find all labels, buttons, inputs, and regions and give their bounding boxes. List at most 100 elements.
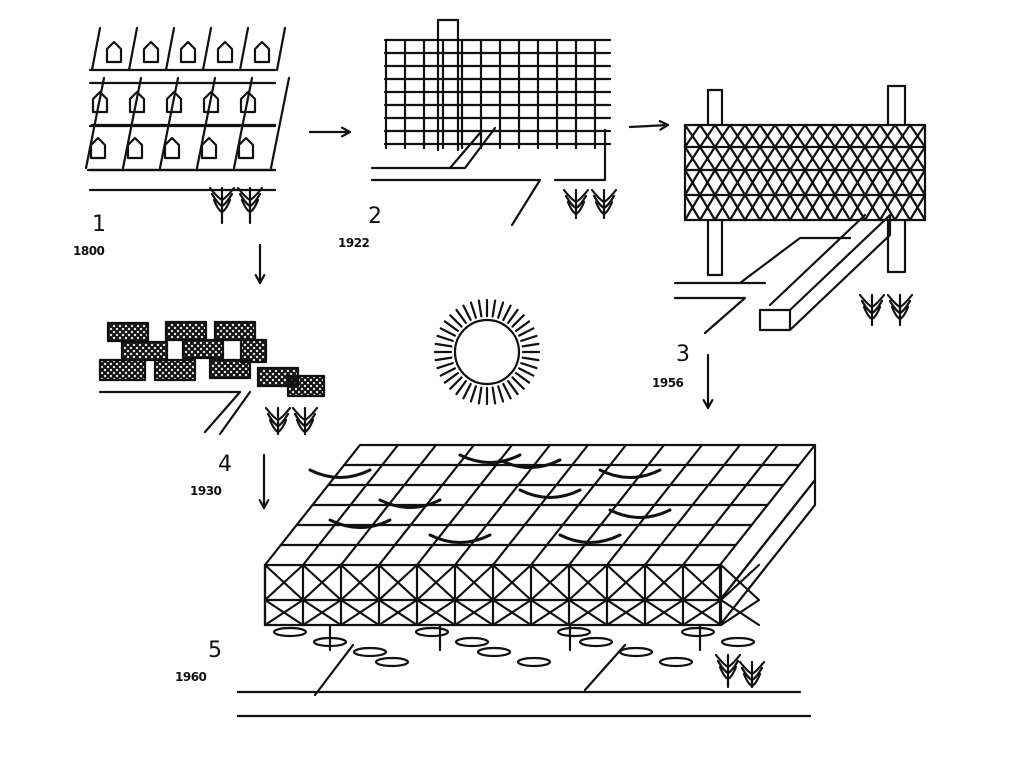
truss-diagonal <box>863 168 882 197</box>
frame-diagonal <box>605 598 647 627</box>
ground-shadow <box>272 626 308 638</box>
truss-diagonal <box>698 168 717 197</box>
hatch <box>188 320 208 340</box>
road <box>448 131 482 170</box>
truss-diagonal <box>773 193 792 222</box>
frame-diagonal <box>605 563 647 602</box>
truss-diagonal <box>683 145 702 172</box>
sun-ray <box>477 299 483 318</box>
truss-diagonal <box>833 168 852 197</box>
truss-diagonal <box>908 123 927 149</box>
hatch <box>314 374 326 386</box>
house-icon <box>126 136 144 160</box>
hatch <box>286 374 302 390</box>
hatch <box>153 358 175 380</box>
sun-ray <box>515 320 531 332</box>
hatch <box>280 368 300 388</box>
sun-ray <box>502 382 512 400</box>
hatch <box>98 358 120 380</box>
shade-canopy <box>518 488 582 499</box>
tree-branch <box>862 305 882 321</box>
hatch <box>217 338 225 346</box>
hatch <box>126 361 147 382</box>
shade-canopy <box>328 518 392 529</box>
tower <box>436 18 460 152</box>
truss-diagonal <box>908 168 927 197</box>
block-divider <box>238 26 250 72</box>
tree-branch <box>562 188 590 204</box>
truss-diagonal <box>803 145 822 172</box>
frame-diagonal <box>529 563 571 602</box>
block-divider <box>201 26 213 72</box>
hatch <box>217 352 225 360</box>
hatch <box>181 366 197 382</box>
stage-2-grid-tower-drawing <box>370 18 612 227</box>
hatch <box>153 358 169 374</box>
truss-diagonal <box>713 123 732 149</box>
tree-branch <box>860 299 884 315</box>
house-icon <box>142 40 160 64</box>
tree-branch <box>268 418 288 434</box>
truss-diagonal <box>818 193 837 222</box>
truss-diagonal <box>833 193 852 222</box>
stage-2-number: 2 <box>368 204 382 229</box>
truss-diagonal <box>818 145 837 172</box>
sun-ray <box>449 314 463 328</box>
sun-ray <box>491 299 497 318</box>
ground-shadow <box>680 626 716 638</box>
ground-shadow <box>374 656 410 668</box>
truss-diagonal <box>908 145 927 172</box>
tree-branch <box>590 188 618 204</box>
sun-ray <box>469 385 477 403</box>
frame-diagonal <box>377 598 419 627</box>
truss-diagonal <box>893 123 912 149</box>
stage-3-number: 3 <box>676 342 690 367</box>
truss-diagonal <box>878 145 897 172</box>
truss-diagonal <box>743 145 762 172</box>
frame-diagonal <box>681 598 723 627</box>
tree-branch <box>238 192 262 208</box>
truss-diagonal <box>863 193 882 222</box>
tree-branch <box>738 660 766 676</box>
sun-ray <box>434 342 453 348</box>
frame-diagonal <box>301 563 343 602</box>
ground-shadow <box>476 646 512 658</box>
ground-shadow <box>578 636 614 648</box>
frame-diagonal <box>529 598 571 627</box>
hatch <box>132 367 147 382</box>
house-icon <box>202 90 220 114</box>
frame-diagonal <box>415 598 457 627</box>
frame-diagonal <box>377 563 419 602</box>
truss-diagonal <box>848 168 867 197</box>
hatch <box>237 320 257 340</box>
sun-ray <box>443 320 459 332</box>
hatch <box>153 360 175 382</box>
sun-ray <box>491 386 497 405</box>
road <box>370 126 607 227</box>
road <box>98 390 252 436</box>
hatch <box>314 386 326 398</box>
hatch <box>243 328 257 342</box>
house-icon <box>216 40 234 64</box>
frame-diagonal <box>681 563 723 602</box>
frame-diagonal <box>263 563 305 602</box>
hatch <box>136 329 150 343</box>
hatch <box>253 338 268 353</box>
hatch <box>308 380 326 398</box>
roof-grid <box>415 443 514 567</box>
house-icon <box>163 136 181 160</box>
ground-shadow <box>414 626 450 638</box>
hatch <box>138 358 147 367</box>
tree-branch <box>890 305 910 321</box>
truss-diagonal <box>698 123 717 149</box>
sun-ray <box>455 308 467 324</box>
block-divider <box>275 26 287 72</box>
tree-branch <box>208 186 236 202</box>
truss-diagonal <box>713 168 732 197</box>
truss-diagonal <box>893 145 912 172</box>
hatch <box>286 376 308 398</box>
truss-diagonal <box>758 145 777 172</box>
sun-ray <box>521 356 540 362</box>
house-icon <box>179 40 197 64</box>
sun-ray <box>502 304 512 322</box>
